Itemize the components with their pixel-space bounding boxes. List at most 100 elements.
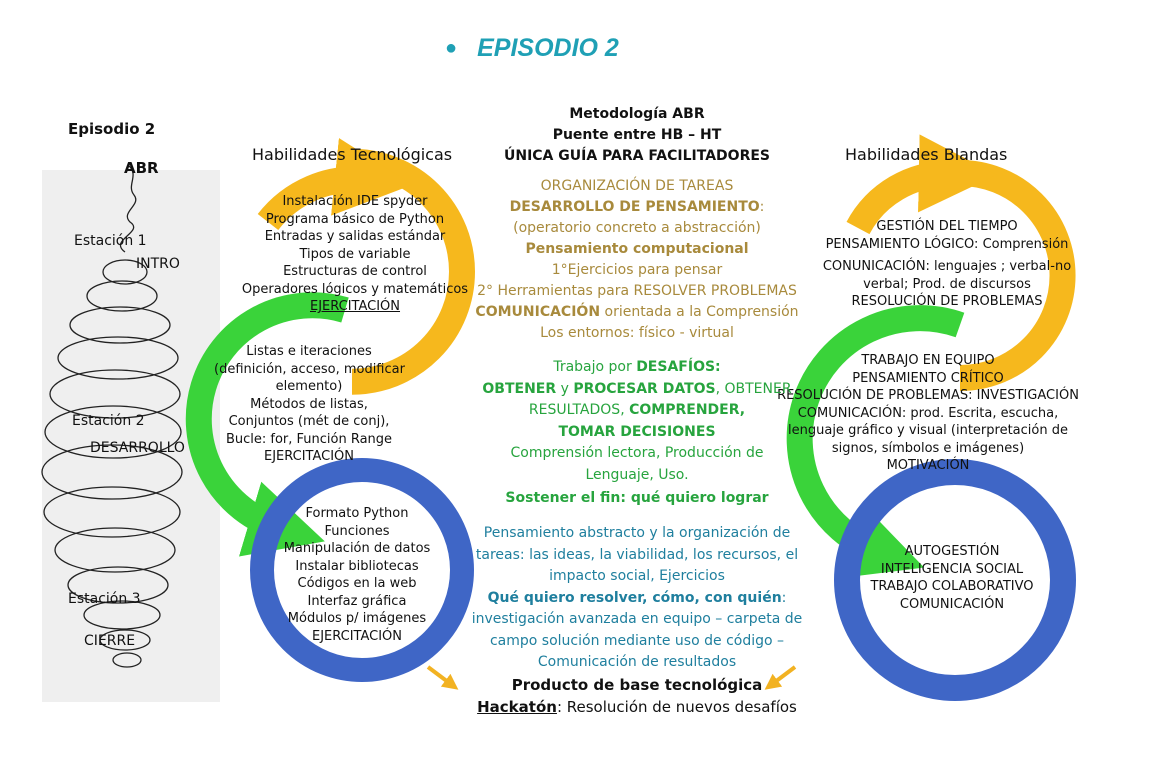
list-item: Métodos de listas, [250, 396, 368, 412]
list-item: COMUNICACIÓN: prod. Escrita, escucha, [797, 405, 1059, 421]
bridge-title: Puente entre HB – HT [552, 127, 722, 143]
center-green-block: Trabajo por DESAFÍOS: OBTENER y PROCESAR… [432, 357, 842, 510]
center-line: Los entornos: físico - virtual [540, 325, 734, 341]
bullet-icon: ● [445, 37, 458, 59]
center-line: TOMAR DECISIONES [558, 423, 716, 440]
list-item: verbal; Prod. de discursos [863, 276, 1031, 292]
methodology-title: Metodología ABR [569, 106, 705, 122]
exercise-label: EJERCITACIÓN [309, 299, 401, 314]
center-line: (operatorio concreto a abstracción) [513, 220, 761, 236]
center-line: tareas: las ideas, la viabilidad, los re… [475, 546, 799, 563]
list-item: PENSAMIENTO CRÍTICO [852, 370, 1004, 386]
list-item: Programa básico de Python [265, 211, 445, 227]
list-item: elemento) [275, 379, 343, 394]
list-item: CONUNICACIÓN: lenguajes ; verbal-no [822, 259, 1072, 274]
center-header: Metodología ABR Puente entre HB – HT ÚNI… [432, 104, 842, 167]
list-item: Códigos en la web [297, 576, 417, 591]
arrow-left-to-product [426, 665, 459, 690]
soft-blue-list: AUTOGESTIÓN INTELIGENCIA SOCIAL TRABAJO … [852, 543, 1052, 613]
list-item: Estructuras de control [283, 264, 427, 279]
list-item: Tipos de variable [299, 246, 411, 262]
tech-skills-title: Habilidades Tecnológicas [252, 145, 453, 164]
list-item: Operadores lógicos y matemáticos [241, 281, 469, 297]
yellow-arrow-soft [846, 134, 997, 235]
green-arrow-tech [185, 292, 349, 557]
list-item: Interfaz gráfica [307, 593, 407, 609]
green-arrow-soft [786, 305, 965, 579]
center-line: campo solución mediante uso de código – [489, 632, 785, 649]
center-line: RESULTADOS, [528, 402, 630, 418]
center-line: Sostener el fin: qué quiero lograr [505, 490, 769, 506]
center-line: Qué quiero resolver, cómo, con quién [487, 589, 782, 606]
center-line: orientada a la Comprensión [600, 304, 799, 320]
center-line: ORGANIZACIÓN DE TAREAS [540, 178, 734, 194]
center-blue-block: Pensamiento abstracto y la organización … [432, 523, 842, 674]
exercise-label: EJERCITACIÓN [311, 628, 403, 644]
list-item: GESTIÓN DEL TIEMPO [876, 219, 1018, 234]
center-line: y [556, 380, 574, 397]
exercise-label: EJERCITACIÓN [263, 449, 355, 464]
list-item: Entradas y salidas estándar [264, 229, 446, 244]
center-line: Pensamiento abstracto y la organización … [483, 525, 791, 541]
list-item: lenguaje gráfico y visual (interpretació… [788, 423, 1068, 438]
station-1-sub: INTRO [136, 256, 180, 272]
list-item: Formato Python [305, 506, 409, 521]
soft-green-list: TRABAJO EN EQUIPO PENSAMIENTO CRÍTICO RE… [772, 352, 1084, 475]
guide-title: ÚNICA GUÍA PARA FACILITADORES [503, 148, 770, 164]
station-2-sub: DESARROLLO [90, 440, 185, 456]
hackathon-text: : Resolución de nuevos desafíos [556, 698, 797, 716]
list-item: signos, símbolos e imágenes) [831, 440, 1025, 456]
station-1-label: Estación 1 [74, 233, 147, 249]
list-item: Manipulación de datos [283, 541, 431, 556]
center-olive-block: ORGANIZACIÓN DE TAREAS DESARROLLO DE PEN… [432, 176, 842, 344]
yellow-circle-soft [959, 160, 1076, 391]
list-item: RESOLUCIÓN DE PROBLEMAS: INVESTIGACIÓN [777, 388, 1079, 403]
center-line: COMPRENDER, [629, 402, 746, 418]
list-item: PENSAMIENTO LÓGICO: Comprensión [825, 236, 1069, 252]
list-item: Instalación IDE spyder [282, 194, 428, 209]
center-line: PROCESAR DATOS [573, 380, 716, 397]
spiral-title: Episodio 2 [68, 120, 156, 138]
center-line: DESARROLLO DE PENSAMIENTO [509, 199, 760, 215]
center-line: 2° Herramientas para RESOLVER PROBLEMAS [477, 283, 797, 299]
list-item: Listas e iteraciones [246, 344, 372, 359]
list-item: RESOLUCIÓN DE PROBLEMAS [851, 294, 1043, 309]
tech-green-list: Listas e iteraciones (definición, acceso… [214, 343, 405, 466]
list-item: AUTOGESTIÓN [904, 544, 1000, 559]
product-label: Producto de base tecnológica [511, 676, 763, 694]
list-item: Funciones [324, 523, 390, 539]
spiral-subtitle: ABR [124, 159, 159, 177]
heading-title: EPISODIO 2 [477, 34, 619, 62]
center-line: : [759, 199, 765, 215]
center-footer: Producto de base tecnológica Hackatón: R… [432, 674, 842, 718]
center-line: Lenguaje, Uso. [585, 466, 689, 483]
center-line: Pensamiento computacional [525, 241, 749, 257]
spiral-icon [41, 164, 183, 668]
hackathon-label: Hackatón [477, 698, 557, 716]
list-item: TRABAJO EN EQUIPO [861, 353, 995, 368]
list-item: TRABAJO COLABORATIVO [870, 579, 1034, 594]
yellow-arrow-tech [257, 138, 413, 231]
list-item: (definición, acceso, modificar [214, 361, 405, 377]
center-line: 1°Ejercicios para pensar [551, 262, 723, 278]
center-line: COMUNICACIÓN [475, 304, 601, 320]
list-item: MOTIVACIÓN [886, 458, 970, 473]
blue-circle-soft [834, 459, 1076, 701]
tech-blue-list: Formato Python Funciones Manipulación de… [272, 505, 442, 645]
center-line: Comprensión lectora, Producción de [510, 445, 764, 461]
center-line: DESAFÍOS: [636, 359, 721, 375]
soft-skills-title: Habilidades Blandas [845, 145, 1008, 164]
center-line: , OBTENER [715, 380, 792, 397]
center-line: Trabajo por [553, 359, 637, 375]
blue-circle-tech [250, 458, 474, 682]
list-item: Conjuntos (mét de conj), [228, 414, 390, 429]
center-line: investigación avanzada en equipo – carpe… [471, 611, 803, 627]
station-3-sub: CIERRE [84, 633, 136, 649]
page-heading: ● EPISODIO 2 [445, 34, 619, 63]
list-item: Instalar bibliotecas [295, 558, 419, 574]
center-line: impacto social, Ejercicios [549, 568, 725, 584]
soft-yellow-list: GESTIÓN DEL TIEMPO PENSAMIENTO LÓGICO: C… [812, 218, 1082, 311]
list-item: INTELIGENCIA SOCIAL [880, 561, 1024, 577]
tech-yellow-list: Instalación IDE spyder Programa básico d… [240, 193, 470, 316]
list-item: Módulos p/ imágenes [287, 611, 427, 626]
